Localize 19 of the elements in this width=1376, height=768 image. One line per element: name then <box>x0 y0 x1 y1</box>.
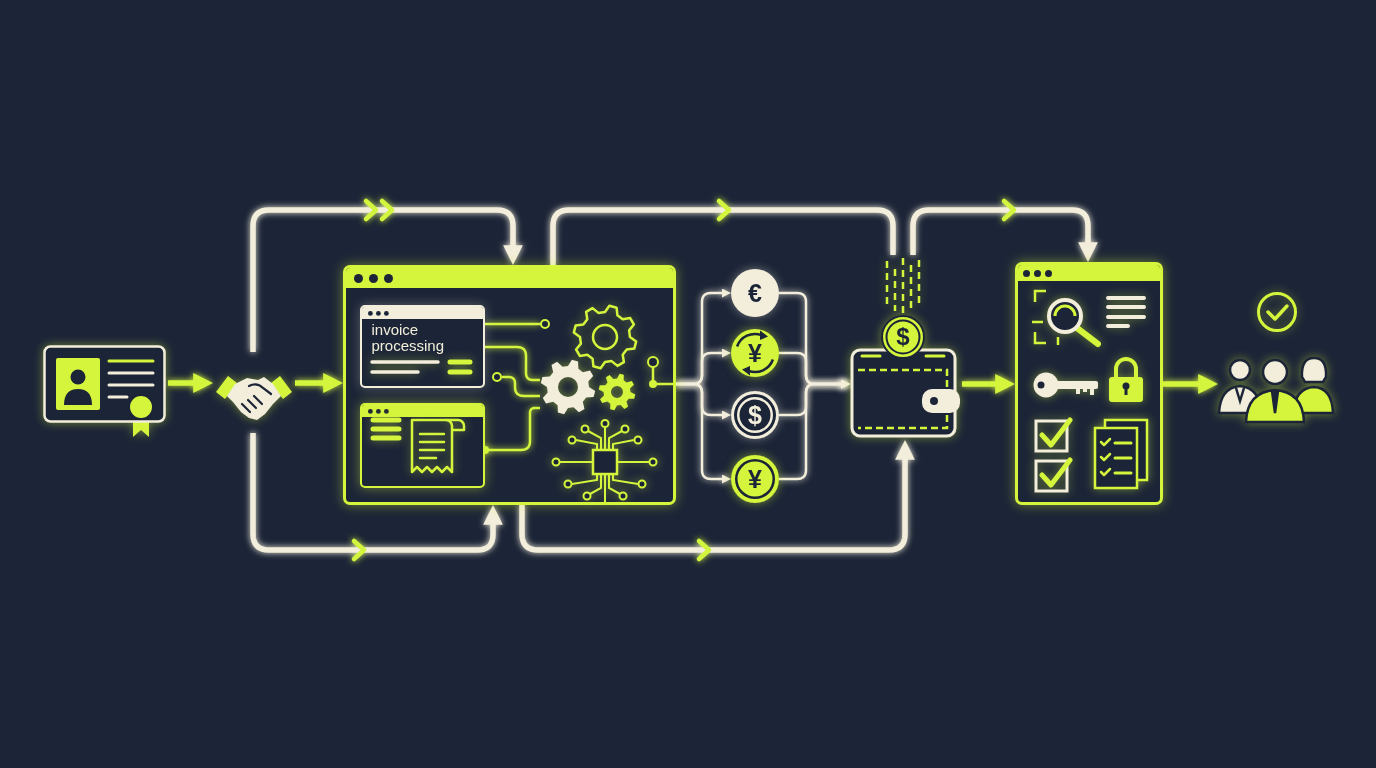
app-window <box>360 305 485 388</box>
currency-symbol: ¥ <box>748 465 762 493</box>
window-label: invoice processing <box>371 321 446 354</box>
currency-coin <box>731 455 779 503</box>
app-window <box>343 265 676 505</box>
currency-coin <box>731 329 779 377</box>
terminal-ring <box>540 319 550 329</box>
id-card-icon <box>43 345 168 440</box>
currency-coin <box>731 269 779 317</box>
currency-symbol: $ <box>895 322 911 352</box>
currency-symbol: € <box>748 279 762 307</box>
gear-icon <box>540 359 596 415</box>
terminal-ring <box>492 372 502 382</box>
wallet-icon <box>850 255 962 440</box>
app-window <box>360 403 485 488</box>
currency-symbol: $ <box>748 401 762 429</box>
app-window <box>1015 262 1163 505</box>
currency-symbol: ¥ <box>748 339 762 367</box>
currency-coin <box>731 391 779 439</box>
